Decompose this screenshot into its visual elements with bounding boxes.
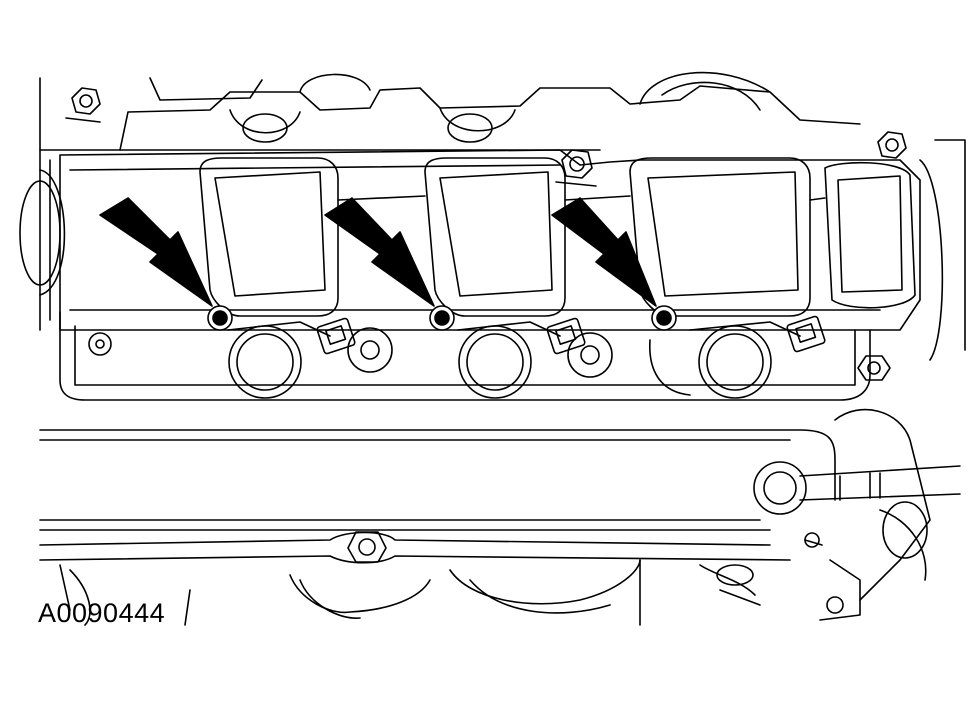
valve-cover-body: [60, 150, 920, 330]
ignition-coil-3: [650, 316, 826, 398]
cover-band: [40, 430, 835, 530]
figure-id-label: A0090444: [38, 598, 166, 628]
coil-tower-pad-1: [200, 158, 338, 316]
lower-engine-parts: [70, 560, 760, 625]
arrow-pointer-icon: [100, 198, 212, 306]
arrow-pointer-icon: [325, 198, 434, 306]
arrow-callout-1: [100, 198, 212, 306]
coil-rail: [60, 312, 870, 400]
pad-rib-3: [810, 198, 825, 200]
right-side-structure: [920, 140, 965, 360]
fastener-2: [430, 306, 454, 330]
arrow-callout-3: [552, 198, 656, 306]
arrow-callout-2: [325, 198, 434, 306]
lower-flange: [40, 532, 790, 610]
coil-tower-pad-3: [630, 158, 810, 316]
arrow-pointer-icon: [552, 198, 656, 306]
ignition-coil-2: [458, 318, 612, 398]
left-disc: [20, 170, 64, 295]
upper-manifold-outline: [40, 73, 860, 330]
bolt-top-right: [878, 132, 906, 158]
fastener-1: [208, 306, 232, 330]
pad-rib-2: [565, 196, 630, 200]
bolt-mid-top: [556, 150, 596, 186]
bolt-top-left: [66, 88, 100, 122]
coil-tower-pad-2: [425, 158, 565, 316]
bolt-rail-right: [858, 356, 890, 380]
ignition-coil-1: [228, 318, 392, 398]
pcv-fitting: [754, 462, 960, 514]
right-lower-structure: [805, 410, 930, 620]
fastener-3: [652, 306, 676, 330]
right-end-pad: [825, 163, 915, 308]
